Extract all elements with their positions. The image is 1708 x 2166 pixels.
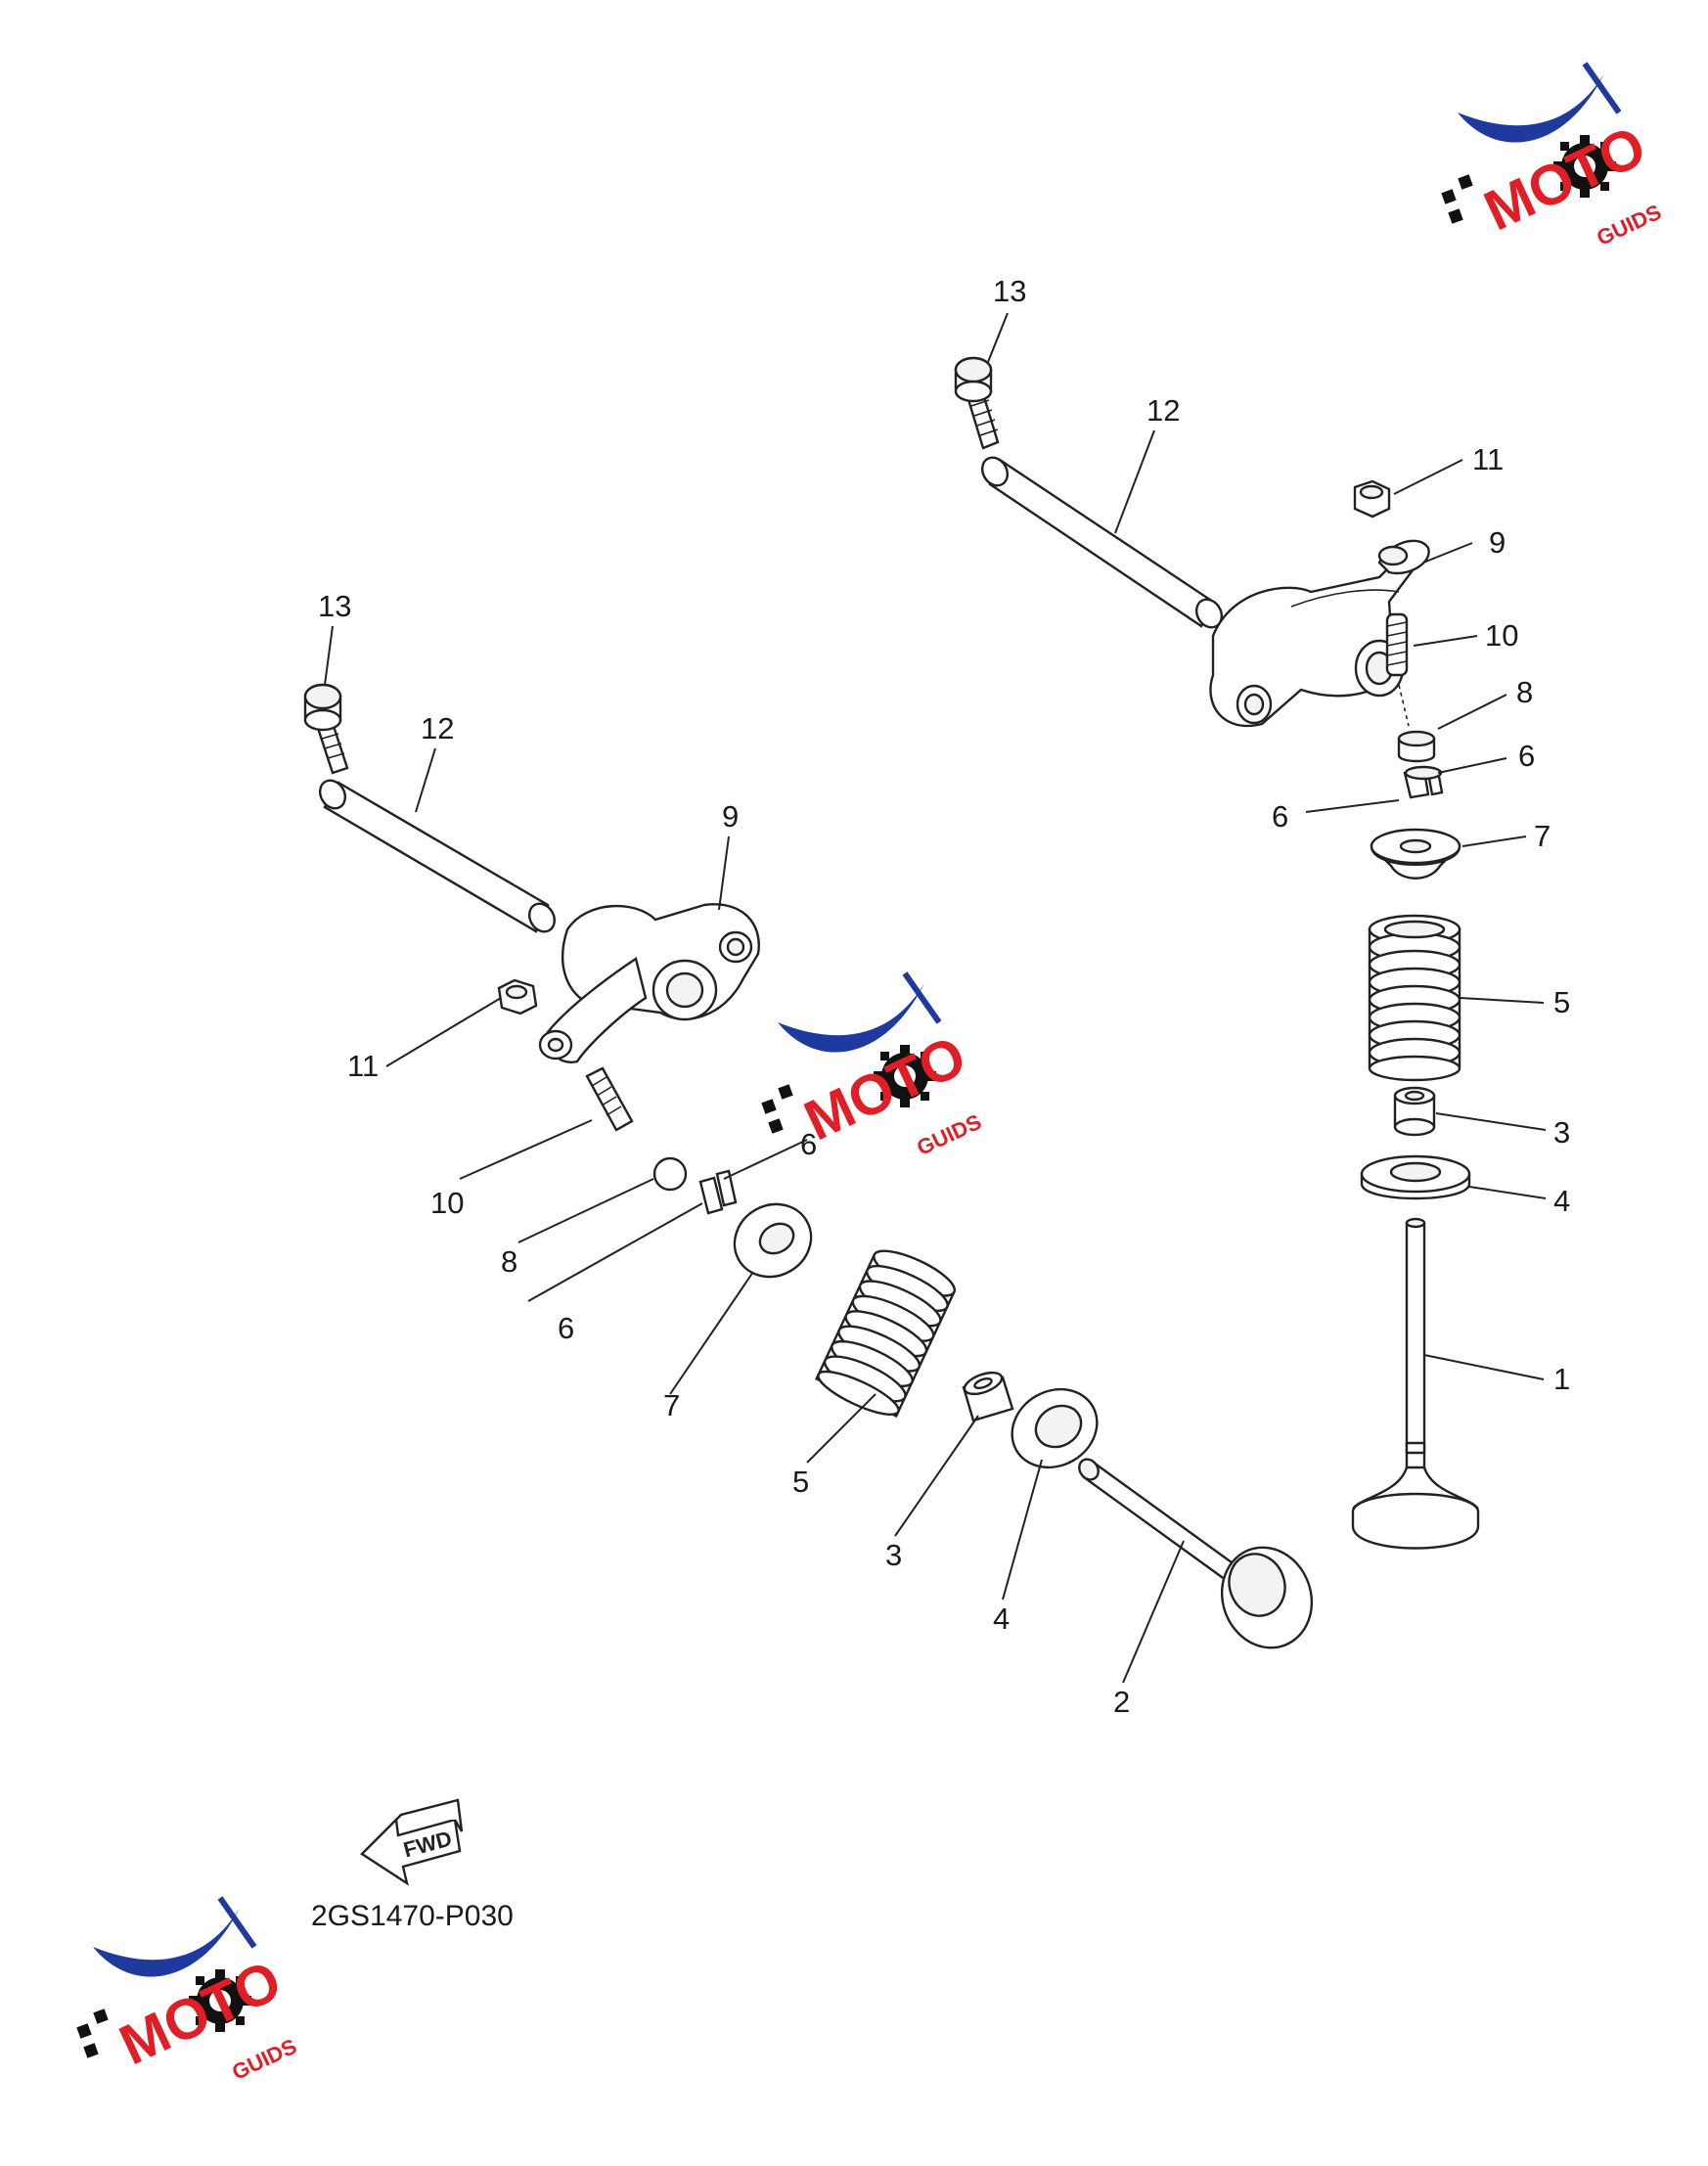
callouts-left: 13 12 9 11 10 8 6 6 7 5 3 4 2 [318,589,1130,1719]
callout-1: 1 [1553,1362,1570,1396]
callout-4-right: 4 [1553,1184,1570,1218]
bolt-13-right [954,356,1000,450]
callout-3-right: 3 [1553,1115,1570,1150]
valve-cap-8-right [1397,730,1436,763]
callout-10-left: 10 [430,1186,464,1220]
forward-arrow: FWD [360,1798,464,1886]
nut-11-right [1353,479,1391,519]
callout-5-left: 5 [792,1465,809,1499]
callout-6b-right: 6 [1272,799,1288,834]
logo-subtext: GUIDS [913,1109,985,1160]
valve-spring-5-right [1368,914,1461,1082]
callout-4-left: 4 [993,1602,1010,1636]
valve-spring-5-left [815,1249,956,1419]
callout-7-right: 7 [1534,819,1551,853]
valve-cap-8-left [652,1156,688,1192]
callout-9-right: 9 [1489,525,1506,560]
rocker-shaft-12-right [980,456,1224,629]
callout-13-left: 13 [318,589,351,623]
brand-logo-bottom-left: MOTO GUIDS [76,1898,300,2085]
brand-logo-top-right: MOTO GUIDS [1441,64,1665,250]
callout-8-left: 8 [501,1244,517,1279]
callout-9-left: 9 [722,799,739,834]
callout-12-left: 12 [421,711,454,745]
bolt-13-left [303,683,349,775]
callouts-right: 13 12 11 9 10 8 6 6 7 5 3 4 1 [993,274,1570,1396]
valve-cotter-6-right [1403,765,1444,799]
rocker-arm-9-left [538,903,760,1063]
callout-11-right: 11 [1472,442,1504,476]
callout-2: 2 [1113,1685,1130,1719]
callout-10-right: 10 [1485,618,1518,653]
logo-subtext: GUIDS [228,2034,300,2085]
intake-valve-2 [1078,1458,1314,1649]
valve-stem-seal-3-left [962,1371,1014,1422]
nut-11-left [497,978,538,1015]
callout-13-right: 13 [993,274,1026,308]
valve-retainer-7-right [1370,828,1461,880]
spring-seat-4-left [1011,1387,1099,1469]
callout-5-right: 5 [1553,985,1570,1019]
callout-6b-left: 6 [800,1127,817,1161]
callout-8-right: 8 [1516,675,1533,709]
right-valve-assembly [954,356,1480,1550]
exhaust-valve-1 [1351,1217,1480,1550]
left-valve-assembly [303,683,1314,1649]
logo-subtext: GUIDS [1593,200,1665,250]
callout-6a-right: 6 [1518,739,1535,773]
part-code: 2GS1470-P030 [311,1900,514,1932]
adjusting-screw-10-right [1385,612,1410,727]
callout-7-left: 7 [663,1388,680,1422]
callout-11-left: 11 [347,1049,379,1083]
valve-stem-seal-3-right [1393,1086,1436,1137]
valve-retainer-7-left [733,1202,813,1279]
leader-lines [324,312,1547,1684]
adjusting-screw-10-left [585,1066,634,1132]
callout-3-left: 3 [885,1538,902,1572]
callout-12-right: 12 [1146,393,1180,428]
brand-logo-center: MOTO GUIDS [761,973,985,1160]
callout-6a-left: 6 [558,1311,574,1345]
rocker-shaft-12-left [318,779,557,933]
valve-cotter-6-left [698,1169,738,1215]
spring-seat-4-right [1360,1154,1471,1200]
